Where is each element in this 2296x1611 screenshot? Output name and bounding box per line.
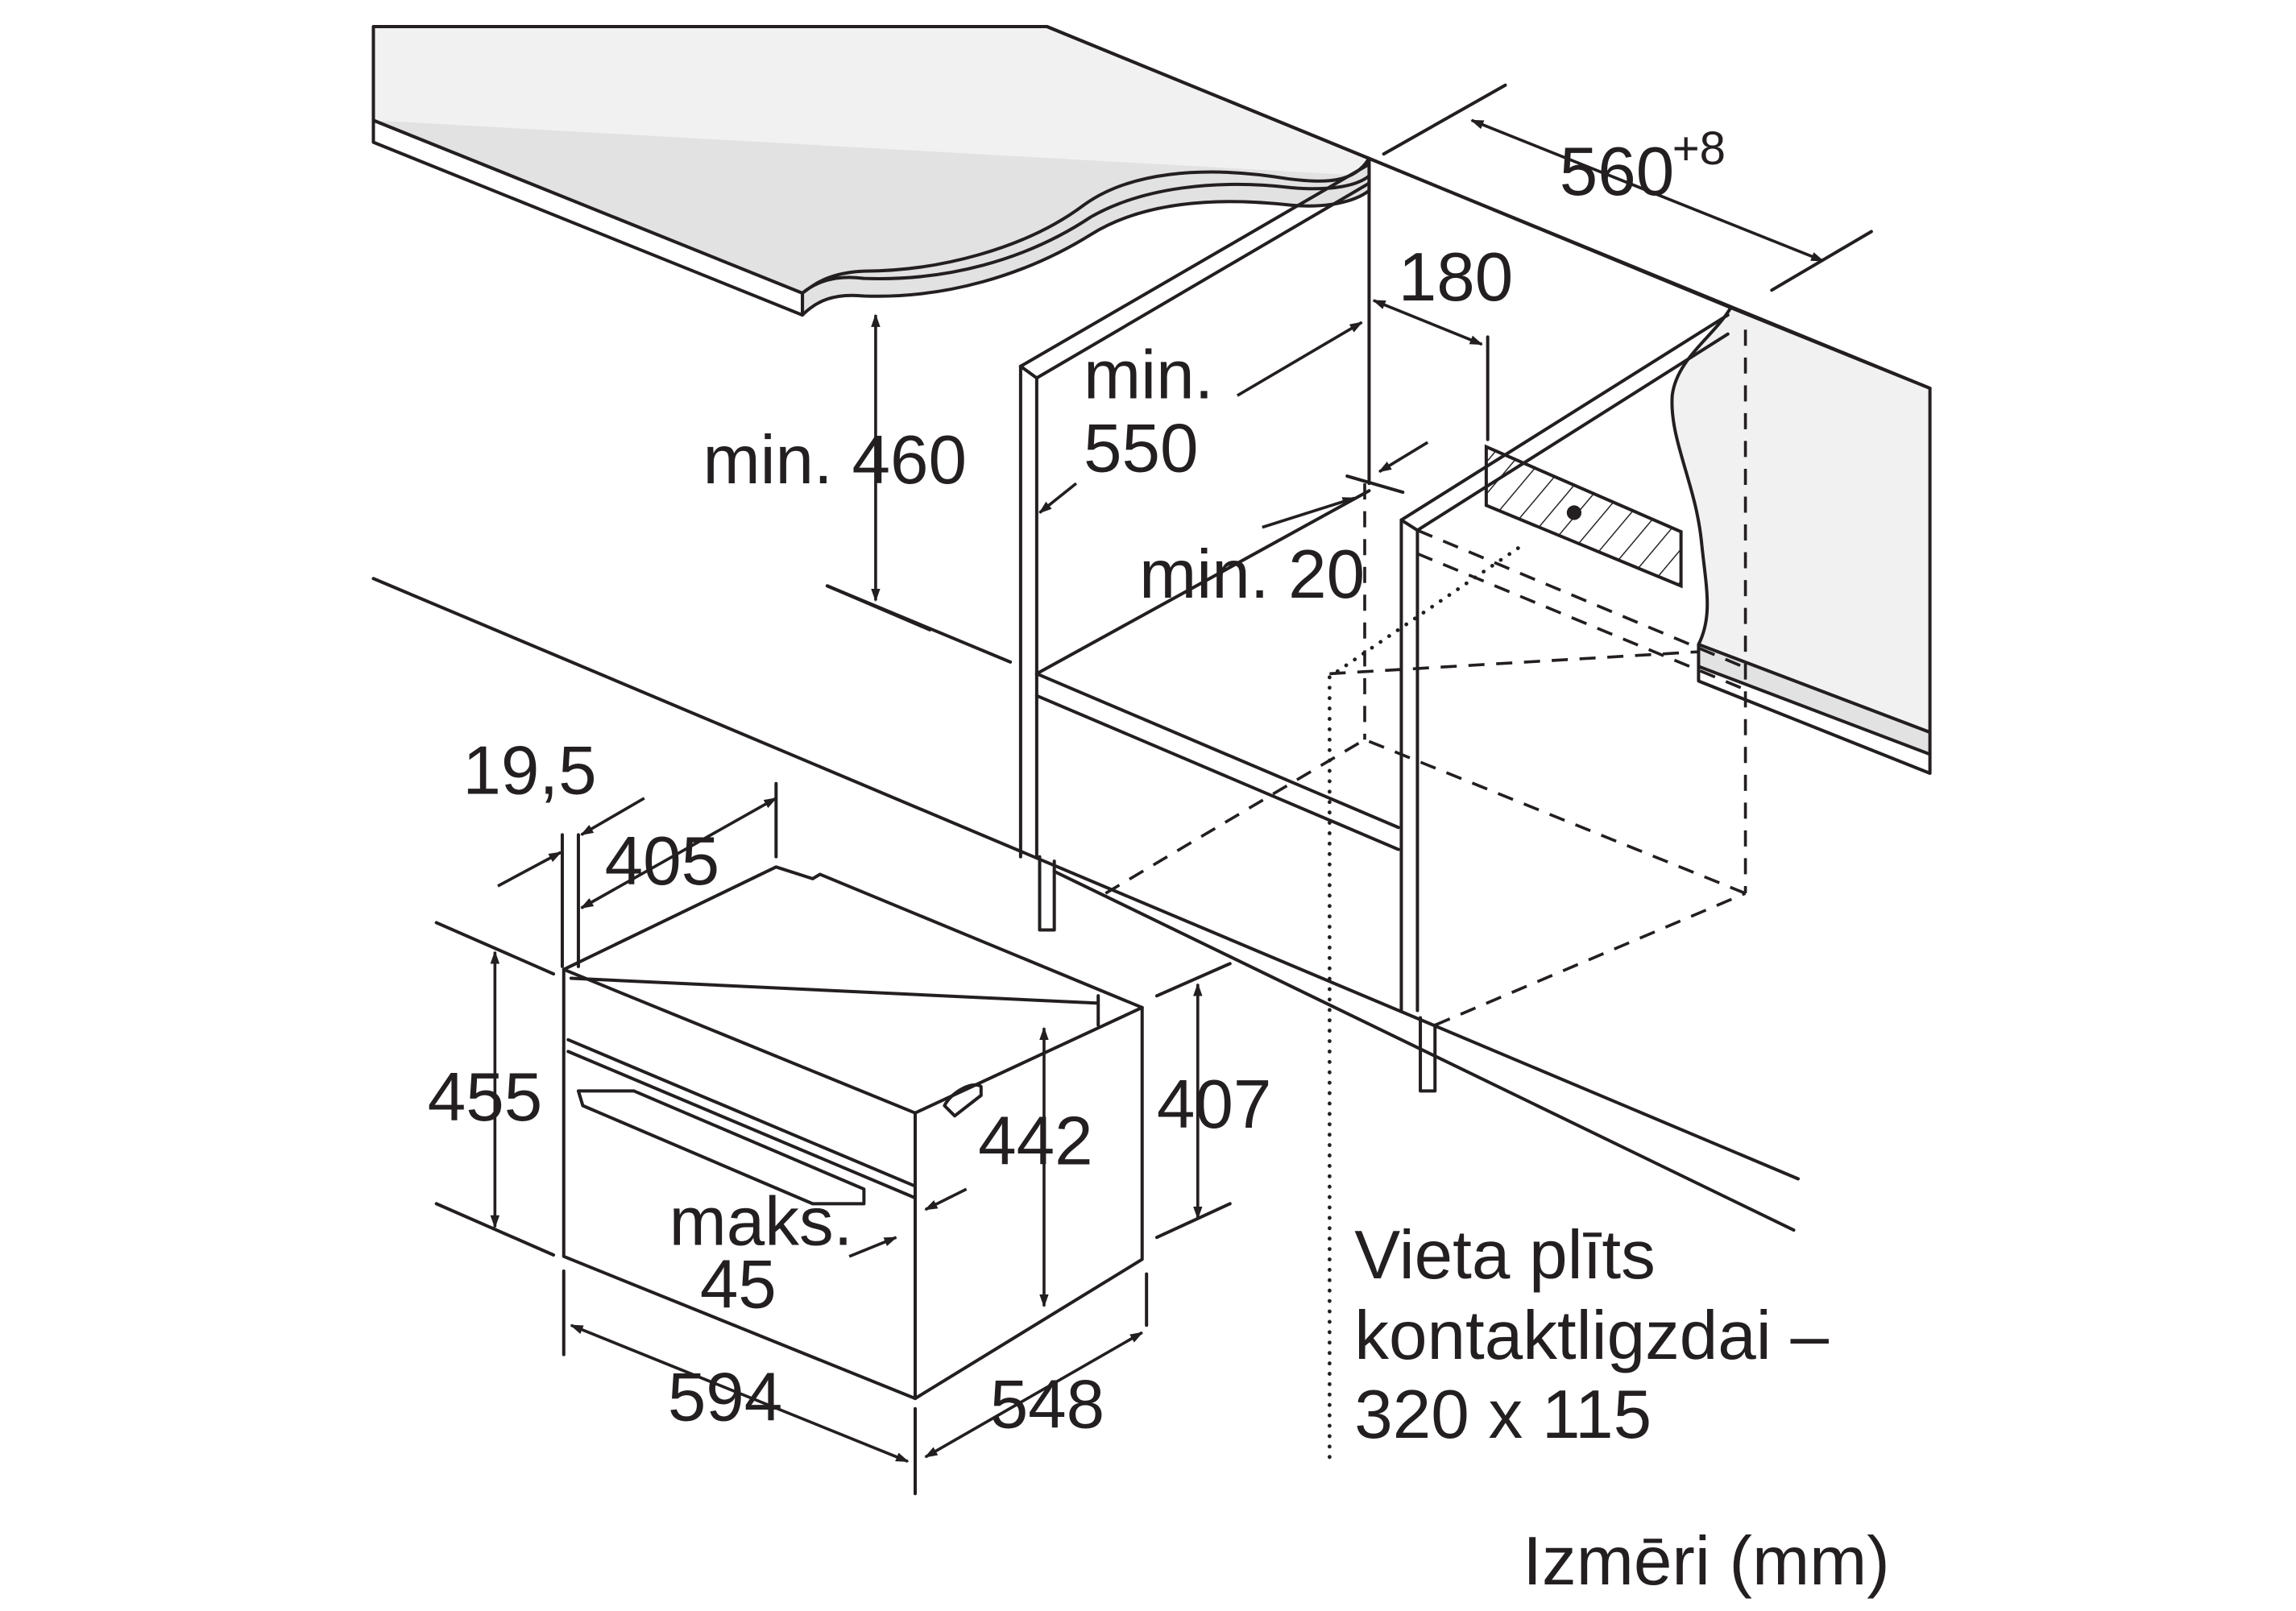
label-19-5: 19,5 (462, 732, 596, 809)
label-442: 442 (978, 1103, 1093, 1179)
label-min-20: min. 20 (1139, 536, 1365, 613)
countertop-left (371, 25, 1371, 317)
label-548: 548 (990, 1366, 1105, 1443)
countertop-right (1670, 306, 1932, 894)
cable-path-dotted (1328, 543, 1525, 1460)
label-min-460: min. 460 (702, 422, 967, 499)
niche-outline (1104, 483, 1747, 1027)
label-594: 594 (668, 1359, 783, 1435)
label-407: 407 (1157, 1066, 1272, 1143)
label-405: 405 (605, 823, 719, 900)
label-maks-45: 45 (700, 1246, 777, 1323)
label-560: 560 (1560, 134, 1674, 210)
cabinet-left-panel (1018, 162, 1400, 932)
label-maks: maks. (669, 1183, 853, 1260)
label-560-tolerance: +8 (1672, 122, 1726, 175)
label-min-550-line1: min. (1084, 338, 1213, 414)
dimension-lines (434, 83, 1873, 1496)
socket-note-line1: Vieta plīts (1354, 1217, 1655, 1294)
label-455: 455 (428, 1059, 543, 1136)
units-label: Izmēri (mm) (1523, 1523, 1889, 1600)
label-180: 180 (1399, 239, 1514, 316)
label-min-550-line2: 550 (1084, 411, 1199, 487)
socket-area (1484, 444, 1683, 589)
oven (562, 865, 1144, 1401)
oven-door-handle (576, 1089, 866, 1206)
socket-note-line2: kontaktligzdai – (1354, 1298, 1829, 1374)
socket-note-line3: 320 x 115 (1354, 1377, 1652, 1453)
cabinet-right-panel (1399, 313, 1730, 1093)
